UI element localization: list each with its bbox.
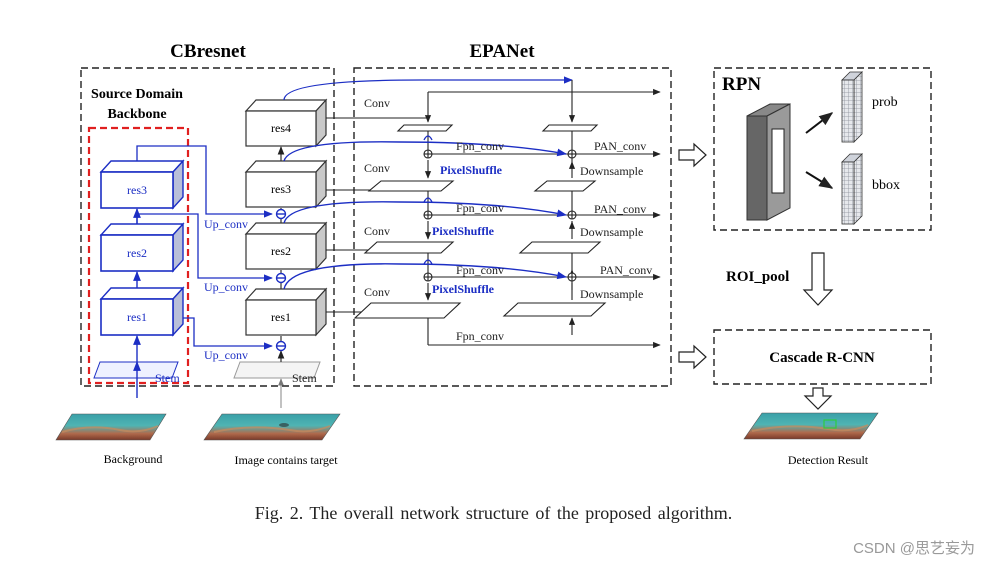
target-stem-plane <box>233 361 321 379</box>
up-conv-label-2: Up_conv <box>204 280 248 294</box>
hollow-arrow-result <box>803 387 833 410</box>
epanet-output-lines <box>428 88 661 281</box>
rpn-output-arrows <box>805 112 834 189</box>
epanet-container <box>353 67 672 387</box>
source-backbone-container <box>87 126 190 385</box>
source-res2-label: res2 <box>127 246 147 260</box>
downsample-label-1: Downsample <box>580 164 643 178</box>
hollow-arrow-roi <box>802 252 834 306</box>
target-image <box>203 413 341 441</box>
background-caption: Background <box>104 452 163 466</box>
background-image <box>55 413 167 441</box>
pan-conv-label-2: PAN_conv <box>594 202 646 216</box>
fpn-column-lines <box>424 92 661 349</box>
roi-pool-label: ROI_pool <box>726 269 789 285</box>
source-res2-block: res2 <box>99 222 185 273</box>
cbresnet-container <box>80 67 335 387</box>
source-backbone-label-2: Backbone <box>107 107 166 122</box>
target-res1-label: res1 <box>271 310 291 324</box>
fpn-planes <box>353 124 462 319</box>
watermark: CSDN @思艺妄为 <box>853 540 975 557</box>
up-conv-label-3: Up_conv <box>204 348 248 362</box>
source-res1-label: res1 <box>127 310 147 324</box>
source-res3-block: res3 <box>99 159 185 210</box>
conv-label-1: Conv <box>364 96 390 110</box>
rpn-container <box>713 67 932 231</box>
epanet-skip-curves <box>283 141 567 290</box>
pixelshuffle-labels: PixelShuffle PixelShuffle PixelShuffle <box>432 163 503 296</box>
add-nodes-epanet <box>423 149 577 282</box>
source-res1-block: res1 <box>99 286 185 337</box>
target-res1-block: res1 <box>244 287 328 337</box>
pixelshuffle-label-2: PixelShuffle <box>432 224 495 238</box>
detection-result-image <box>743 412 879 440</box>
hollow-arrow-to-rpn <box>678 142 707 168</box>
target-res3-label: res3 <box>271 182 291 196</box>
figure-caption: Fig. 2. The overall network structure of… <box>254 503 733 523</box>
bbox-tensor <box>841 153 863 225</box>
conv-label-2: Conv <box>364 161 390 175</box>
source-res3-label: res3 <box>127 183 147 197</box>
epanet-labels: Conv Conv Conv Conv Fpn_conv Fpn_conv Fp… <box>364 96 652 343</box>
pan-conv-label-1: PAN_conv <box>594 139 646 153</box>
pan-planes <box>502 124 607 317</box>
downsample-label-2: Downsample <box>580 225 643 239</box>
cascade-container <box>713 329 932 385</box>
rpn-title: RPN <box>722 74 761 95</box>
pan-conv-label-3: PAN_conv <box>600 263 652 277</box>
result-caption: Detection Result <box>788 453 869 467</box>
fpn-conv-label-1: Fpn_conv <box>456 139 504 153</box>
pixelshuffle-label-3: PixelShuffle <box>432 282 495 296</box>
up-conv-label-1: Up_conv <box>204 217 248 231</box>
hollow-arrow-to-cascade <box>678 344 707 370</box>
target-res4-label: res4 <box>271 121 291 135</box>
cbresnet-title: CBresnet <box>170 41 246 62</box>
prob-tensor <box>841 71 863 143</box>
cascade-rcnn-label: Cascade R-CNN <box>769 350 875 366</box>
target-res2-block: res2 <box>244 221 328 271</box>
epanet-title: EPANet <box>469 41 535 62</box>
pixelshuffle-label-1: PixelShuffle <box>440 163 503 177</box>
conv-label-3: Conv <box>364 224 390 238</box>
target-caption: Image contains target <box>234 453 338 467</box>
downsample-label-3: Downsample <box>580 287 643 301</box>
prob-label: prob <box>872 95 898 110</box>
up-conv-connections <box>136 145 273 350</box>
fpn-conv-label-2: Fpn_conv <box>456 201 504 215</box>
add-nodes-backbone <box>275 208 287 352</box>
fpn-conv-label-3: Fpn_conv <box>456 263 504 277</box>
rpn-feature-map <box>746 103 791 221</box>
bbox-label: bbox <box>872 178 900 193</box>
target-res2-label: res2 <box>271 244 291 258</box>
target-stem-label: Stem <box>292 371 317 385</box>
conv-label-4: Conv <box>364 285 390 299</box>
pixelshuffle-bridges <box>423 135 433 265</box>
source-backbone-label-1: Source Domain <box>91 87 183 102</box>
network-diagram: CBresnet EPANet Source Domain Backbone S… <box>55 41 932 467</box>
source-stem-label: Stem <box>155 371 180 385</box>
fpn-conv-label-4: Fpn_conv <box>456 329 504 343</box>
target-res4-block: res4 <box>244 98 328 148</box>
target-res3-block: res3 <box>244 159 328 209</box>
